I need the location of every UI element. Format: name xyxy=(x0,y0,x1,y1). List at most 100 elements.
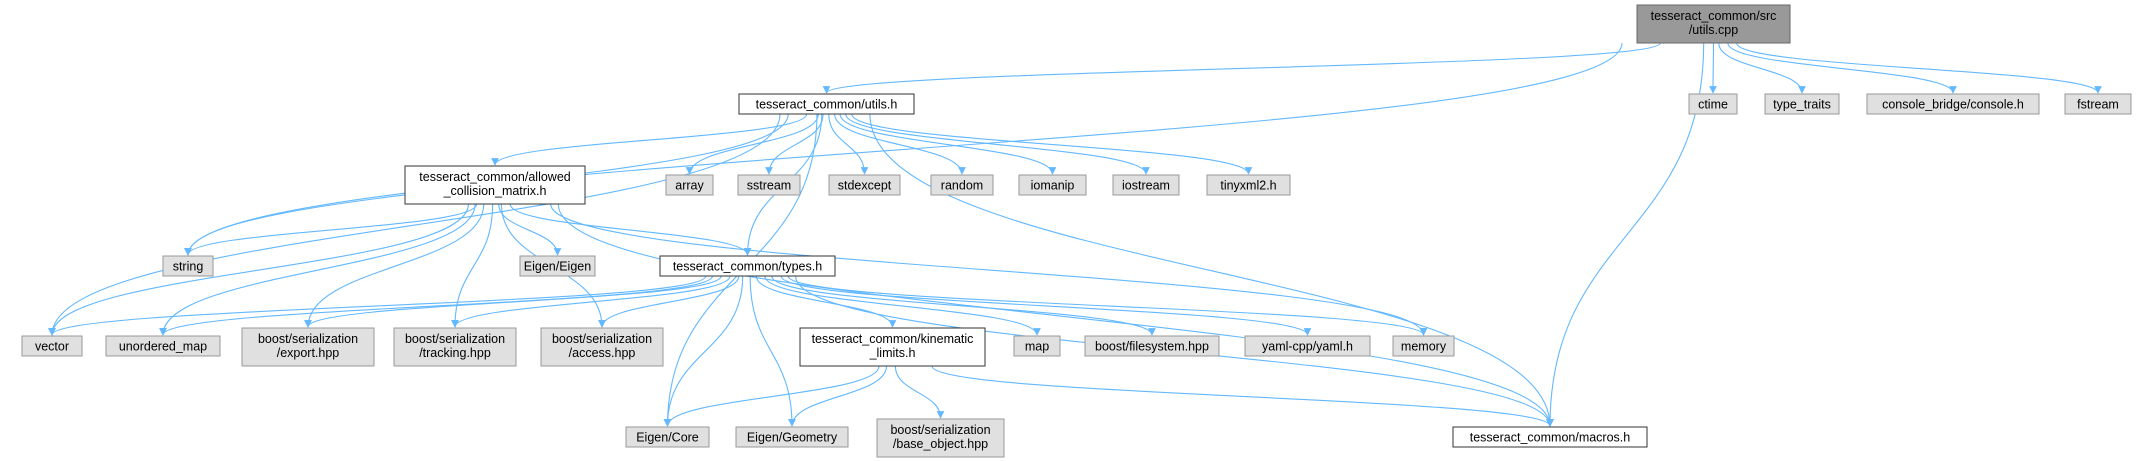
node-label-bs_access-0: boost/serialization xyxy=(552,332,652,346)
node-eigen_eigen: Eigen/Eigen xyxy=(519,255,596,277)
node-box-string xyxy=(162,255,214,277)
node-label-bs_base_object-1: /base_object.hpp xyxy=(893,437,988,451)
node-label-acm-1: _collision_matrix.h xyxy=(443,184,547,198)
node-macros_h[interactable]: tesseract_common/macros.h xyxy=(1452,426,1648,448)
edge-acm-to-unordered_map xyxy=(159,203,476,336)
edge-kin_limits-to-bs_base_object xyxy=(894,365,945,419)
node-acm[interactable]: tesseract_common/allowed_collision_matri… xyxy=(404,165,586,205)
node-label-macros_h-0: tesseract_common/macros.h xyxy=(1470,431,1631,445)
node-box-kin_limits xyxy=(799,327,986,367)
node-label-iomanip-0: iomanip xyxy=(1031,179,1075,193)
node-eigen_core: Eigen/Core xyxy=(625,426,710,448)
node-box-sstream xyxy=(737,174,801,196)
node-box-eigen_eigen xyxy=(519,255,596,277)
edge-types_h-to-boost_fs xyxy=(771,275,1156,336)
node-fstream: fstream xyxy=(2064,93,2132,115)
edge-utils_h-to-vector xyxy=(48,113,781,336)
edge-types_h-to-bs_tracking xyxy=(451,275,731,328)
node-random: random xyxy=(930,174,994,196)
edge-utils_cpp-to-utils_h xyxy=(822,42,1661,94)
node-unordered_map: unordered_map xyxy=(105,335,221,357)
node-iostream: iostream xyxy=(1112,174,1180,196)
node-label-ctime-0: ctime xyxy=(1698,98,1728,112)
node-kin_limits[interactable]: tesseract_common/kinematic_limits.h xyxy=(799,327,986,367)
node-label-memory-0: memory xyxy=(1401,340,1447,354)
node-type_traits: type_traits xyxy=(1764,93,1840,115)
edge-types_h-to-unordered_map xyxy=(159,275,713,336)
node-label-bs_base_object-0: boost/serialization xyxy=(890,423,990,437)
edge-utils_cpp-to-fstream xyxy=(1736,42,2102,94)
node-box-unordered_map xyxy=(105,335,221,357)
edge-acm-to-memory xyxy=(550,203,1428,336)
edge-kin_limits-to-eigen_geometry xyxy=(788,365,888,427)
edge-utils_h-to-array xyxy=(685,113,819,175)
node-box-yaml xyxy=(1244,335,1371,357)
node-box-array xyxy=(665,174,714,196)
node-boost_fs: boost/filesystem.hpp xyxy=(1084,335,1220,357)
node-box-fstream xyxy=(2064,93,2132,115)
node-box-stdexcept xyxy=(828,174,901,196)
edge-types_h-to-yaml xyxy=(780,275,1312,336)
node-box-iomanip xyxy=(1018,174,1087,196)
node-box-bs_access xyxy=(540,327,664,367)
node-bs_tracking: boost/serialization/tracking.hpp xyxy=(393,327,517,367)
node-box-eigen_geometry xyxy=(735,426,849,448)
node-stdexcept: stdexcept xyxy=(828,174,901,196)
node-label-string-0: string xyxy=(173,260,204,274)
node-label-bs_tracking-0: boost/serialization xyxy=(405,332,505,346)
node-label-types_h-0: tesseract_common/types.h xyxy=(673,260,822,274)
edge-acm-to-types_h xyxy=(509,203,752,256)
node-utils_cpp[interactable]: tesseract_common/src/utils.cpp xyxy=(1636,4,1791,44)
node-label-yaml-0: yaml-cpp/yaml.h xyxy=(1262,340,1353,354)
node-label-unordered_map-0: unordered_map xyxy=(119,340,207,354)
node-vector: vector xyxy=(21,335,83,357)
node-box-memory xyxy=(1392,335,1455,357)
node-label-iostream-0: iostream xyxy=(1122,179,1170,193)
edge-utils_h-to-iomanip xyxy=(839,113,1057,175)
node-box-console xyxy=(1866,93,2040,115)
edge-types_h-to-eigen_geometry xyxy=(749,275,796,427)
node-iomanip: iomanip xyxy=(1018,174,1087,196)
edge-acm-to-string xyxy=(184,203,478,256)
node-label-eigen_geometry-0: Eigen/Geometry xyxy=(747,431,838,445)
node-label-eigen_eigen-0: Eigen/Eigen xyxy=(524,260,591,274)
node-box-bs_export xyxy=(241,327,375,367)
edge-utils_h-to-random xyxy=(834,113,966,175)
edge-utils_cpp-to-macros_h xyxy=(1546,42,1705,427)
edge-utils_h-to-macros_h xyxy=(869,113,1554,427)
node-label-utils_h-0: tesseract_common/utils.h xyxy=(756,98,898,112)
node-label-type_traits-0: type_traits xyxy=(1773,98,1831,112)
node-yaml: yaml-cpp/yaml.h xyxy=(1244,335,1371,357)
node-box-boost_fs xyxy=(1084,335,1220,357)
node-bs_export: boost/serialization/export.hpp xyxy=(241,327,375,367)
node-ctime: ctime xyxy=(1688,93,1738,115)
edge-types_h-to-map xyxy=(764,275,1041,336)
node-sstream: sstream xyxy=(737,174,801,196)
node-label-bs_access-1: /access.hpp xyxy=(569,346,636,360)
node-types_h[interactable]: tesseract_common/types.h xyxy=(659,255,836,277)
node-bs_base_object: boost/serialization/base_object.hpp xyxy=(876,418,1005,458)
node-eigen_geometry: Eigen/Geometry xyxy=(735,426,849,448)
edge-utils_h-to-acm xyxy=(491,113,808,166)
nodes-layer: tesseract_common/src/utils.cpptesseract_… xyxy=(21,4,2132,458)
node-utils_h[interactable]: tesseract_common/utils.h xyxy=(738,93,915,115)
node-bs_access: boost/serialization/access.hpp xyxy=(540,327,664,367)
node-box-utils_h xyxy=(738,93,915,115)
node-label-tinyxml2-0: tinyxml2.h xyxy=(1220,179,1276,193)
node-array: array xyxy=(665,174,714,196)
edge-utils_h-to-iostream xyxy=(845,113,1150,175)
node-label-utils_cpp-1: /utils.cpp xyxy=(1689,23,1738,37)
node-label-fstream-0: fstream xyxy=(2077,98,2119,112)
edge-types_h-to-bs_access xyxy=(598,275,740,328)
node-memory: memory xyxy=(1392,335,1455,357)
node-box-bs_tracking xyxy=(393,327,517,367)
node-box-vector xyxy=(21,335,83,357)
node-label-vector-0: vector xyxy=(35,340,69,354)
edge-types_h-to-memory xyxy=(787,275,1428,336)
node-label-utils_cpp-0: tesseract_common/src xyxy=(1651,9,1777,23)
node-label-bs_export-1: /export.hpp xyxy=(277,346,340,360)
node-box-eigen_core xyxy=(625,426,710,448)
node-box-types_h xyxy=(659,255,836,277)
node-box-type_traits xyxy=(1764,93,1840,115)
